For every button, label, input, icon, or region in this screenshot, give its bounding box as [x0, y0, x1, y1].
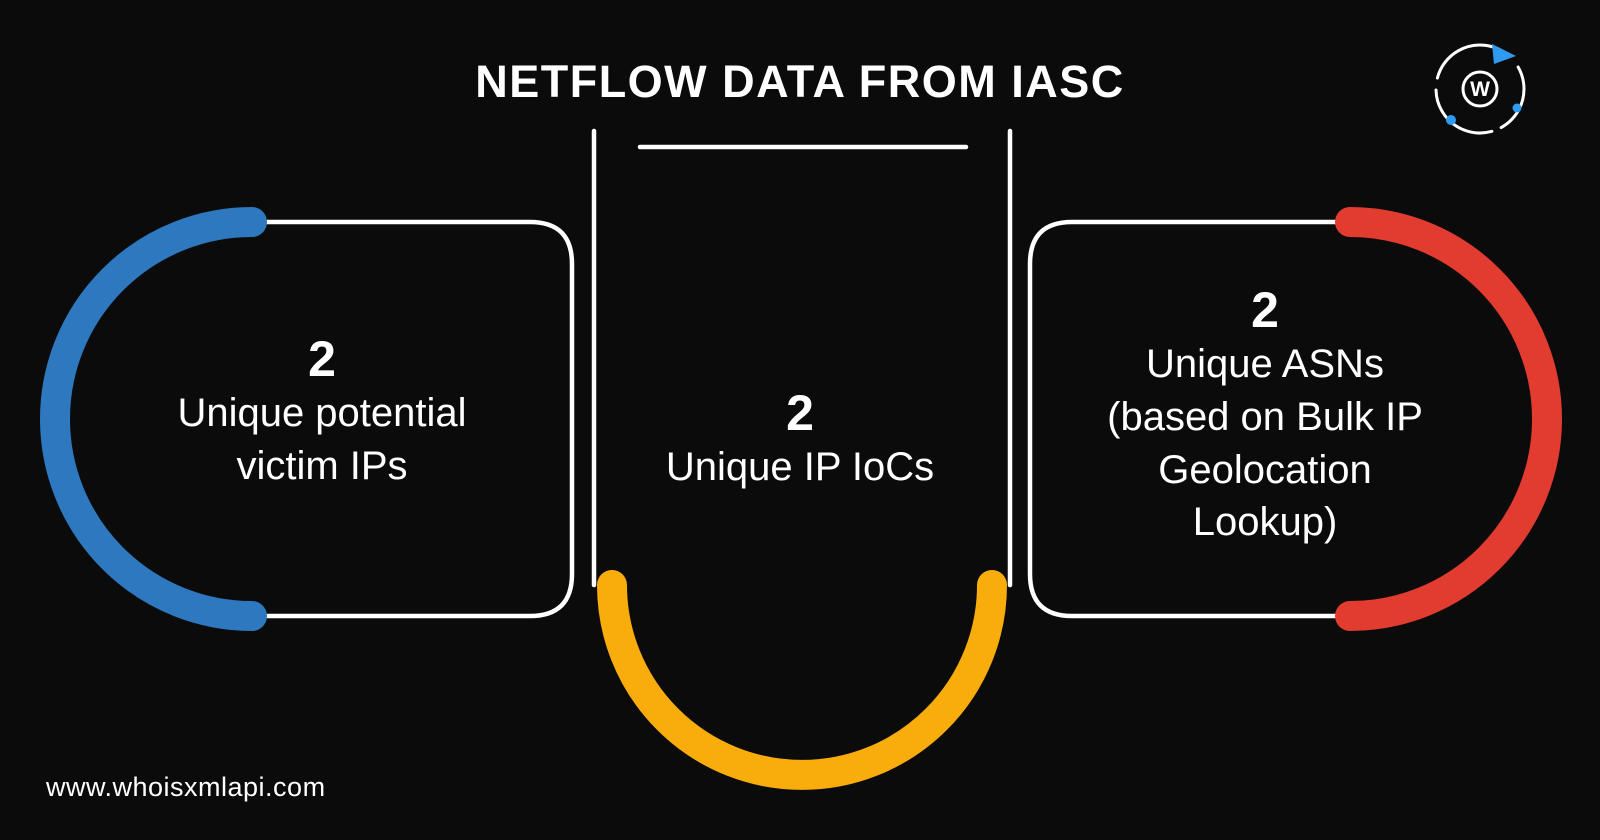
- stat-card-unique-asns: 2 Unique ASNs (based on Bulk IP Geolocat…: [1065, 283, 1465, 549]
- logo-play-triangle-icon: [1492, 44, 1516, 64]
- footer-url: www.whoisxmlapi.com: [46, 772, 326, 802]
- victim-ips-panel-outline: [249, 219, 575, 619]
- brand-logo-graphic: W: [1434, 43, 1526, 135]
- stat-card-ip-iocs: 2 Unique IP IoCs: [615, 386, 985, 494]
- logo-inner-circle: [1461, 70, 1499, 108]
- ioc-accent-arc: [597, 570, 1007, 790]
- stat-value: 2: [308, 331, 336, 387]
- logo-letter: W: [1470, 78, 1490, 101]
- logo-dot-icon: [1512, 103, 1522, 113]
- victim-ips-accent-arc: [40, 207, 267, 631]
- asn-accent-arc: [1335, 207, 1562, 631]
- stat-label: Unique potential victim IPs: [177, 391, 467, 488]
- logo-dot-icon: [1446, 115, 1456, 125]
- stat-label: Unique ASNs (based on Bulk IP Geolocatio…: [1107, 342, 1423, 545]
- logo-ring: [1434, 43, 1526, 135]
- asn-panel-outline: [1027, 219, 1353, 619]
- stat-label: Unique IP IoCs: [665, 445, 935, 489]
- stat-card-victim-ips: 2 Unique potential victim IPs: [122, 332, 522, 493]
- page-title: NETFLOW DATA FROM IASC: [475, 56, 1125, 107]
- stat-value: 2: [786, 385, 814, 441]
- stat-value: 2: [1251, 282, 1279, 338]
- brand-logo: W: [1432, 36, 1532, 136]
